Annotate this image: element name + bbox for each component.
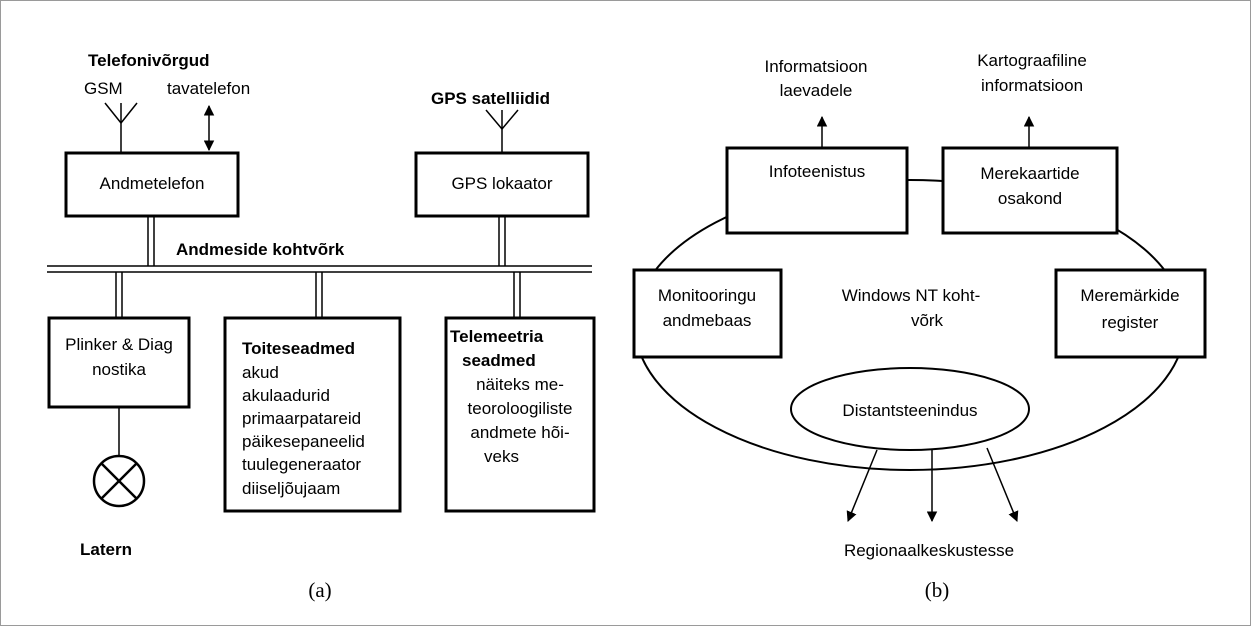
regional-arrows <box>846 447 1019 523</box>
gps-antenna-icon <box>485 109 519 153</box>
infoservice-label: Infoteenistus <box>769 162 865 181</box>
carto-info-line1: Kartograafiline <box>977 51 1087 70</box>
panel-b: Informatsioon laevadele Kartograafiline … <box>632 51 1207 602</box>
power-item-5: tuulegeneraator <box>242 455 361 474</box>
power-devices-box <box>223 316 402 513</box>
power-item-4: päikesepaneelid <box>242 432 365 451</box>
remote-service-ellipse <box>790 367 1030 451</box>
telemetry-text-line4: veks <box>484 447 519 466</box>
bus-label: Andmeside kohtvõrk <box>176 240 345 259</box>
network-label-line2: võrk <box>911 311 944 330</box>
data-phone-label: Andmetelefon <box>100 174 205 193</box>
gps-locator-box <box>414 151 590 218</box>
gsm-antenna-icon <box>104 102 138 153</box>
monitoring-database-box <box>632 268 783 359</box>
bus-connectors-bottom <box>115 272 521 318</box>
telemetry-text-line2: teoroloogiliste <box>468 399 573 418</box>
telemetry-title-line2: seadmed <box>462 351 536 370</box>
register-line1: Meremärkide <box>1080 286 1179 305</box>
panel-a: Telefonivõrgud GSM tavatelefon Andmetele… <box>47 51 596 602</box>
flasher-label-line2: nostika <box>92 360 146 379</box>
telemetry-title-line1: Telemeetria <box>450 327 544 346</box>
telephone-networks-label: Telefonivõrgud <box>88 51 210 70</box>
landline-label: tavatelefon <box>167 79 250 98</box>
navigation-marks-register-box <box>1054 268 1207 359</box>
chart-department-line2: osakond <box>998 189 1062 208</box>
info-ships-line2: laevadele <box>780 81 853 100</box>
flasher-diagnostics-box <box>47 316 191 409</box>
power-item-1: akud <box>242 363 279 382</box>
info-ships-line1: Informatsioon <box>765 57 868 76</box>
flasher-label-line1: Plinker & Diag <box>65 335 173 354</box>
gps-locator-label: GPS lokaator <box>451 174 552 193</box>
telemetry-text-line1: näiteks me- <box>476 375 564 394</box>
data-phone-box <box>64 151 240 218</box>
network-label-line1: Windows NT koht- <box>842 286 981 305</box>
chart-department-box <box>941 146 1119 235</box>
caption-b: (b) <box>925 578 950 602</box>
gps-satellites-label: GPS satelliidid <box>431 89 550 108</box>
power-item-6: diiseljõujaam <box>242 479 340 498</box>
power-item-3: primaarpatareid <box>242 409 361 428</box>
register-line2: register <box>1102 313 1159 332</box>
power-item-2: akulaadurid <box>242 386 330 405</box>
monitoring-line1: Monitooringu <box>658 286 756 305</box>
power-devices-title: Toiteseadmed <box>242 339 355 358</box>
lantern-icon <box>92 454 146 508</box>
data-network-bus <box>47 265 592 273</box>
regional-centers-label: Regionaalkeskustesse <box>844 541 1014 560</box>
chart-department-line1: Merekaartide <box>980 164 1079 183</box>
bus-connectors-top <box>147 216 506 266</box>
monitoring-line2: andmebaas <box>663 311 752 330</box>
caption-a: (a) <box>308 578 331 602</box>
gsm-label: GSM <box>84 79 123 98</box>
carto-info-line2: informatsioon <box>981 76 1083 95</box>
telemetry-text-line3: andmete hõi- <box>470 423 569 442</box>
remote-service-label: Distantsteenindus <box>842 401 977 420</box>
lantern-label: Latern <box>80 540 132 559</box>
telemetry-devices-box <box>444 316 596 513</box>
infoservice-box <box>725 146 909 235</box>
